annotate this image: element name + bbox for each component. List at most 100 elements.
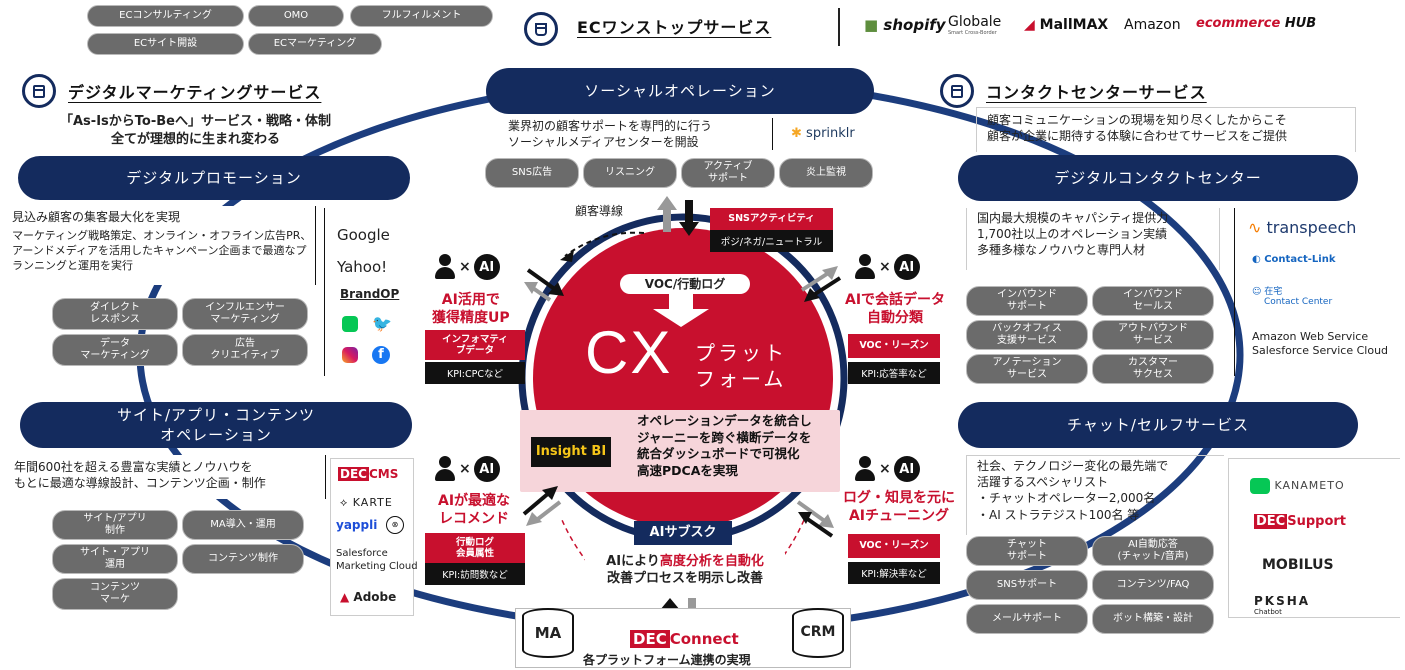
digital-promotion-header: デジタルプロモーション [18, 156, 410, 200]
operator-icon [854, 254, 876, 280]
yappli-logo: yappli [336, 518, 378, 532]
yahoo-logo: Yahoo! [337, 258, 388, 276]
social-kpi-black: ポジ/ネガ/ニュートラル [710, 230, 833, 252]
chat-pill-ai: AI自動応答 (チャット/音声) [1092, 536, 1214, 566]
ai-br-kpi-black: KPI:解決率など [848, 562, 940, 584]
social-arrows-icon [657, 196, 699, 236]
ai-tr-icons: ×AI [854, 254, 920, 280]
operator-icon [434, 254, 456, 280]
social-pill-active: アクティブ サポート [681, 158, 775, 188]
platform-label: プラット フォーム [695, 341, 787, 391]
social-pill-sns-ad: SNS広告 [485, 158, 579, 188]
sprinklr-logo: ✱ sprinklr [791, 126, 855, 141]
site-logo-box [330, 458, 414, 616]
sfsc-logo: Salesforce Service Cloud [1252, 344, 1389, 357]
cart-icon [524, 12, 558, 46]
chat-desc-box: 社会、テクノロジー変化の最先端で 活躍するスペシャリスト ・チャットオペレーター… [966, 455, 1224, 535]
ecommerce-hub-logo: ecommerce HUB [1196, 16, 1317, 31]
ai-br-title: ログ・知見を元に AIチューニング [843, 490, 955, 524]
ai-tr-arrows [800, 266, 842, 302]
operator-icon [854, 456, 876, 482]
ai-br-icons: ×AI [854, 456, 920, 482]
site-desc-box: 年間600社を超える豊富な実績とノウハウを もとに最適な導線設計、コンテンツ企画… [2, 455, 326, 499]
contact-center-icon [940, 74, 974, 108]
site-pill-build: サイト/アプリ 制作 [52, 510, 178, 540]
chat-self-service-header: チャット/セルフサービス [958, 402, 1358, 448]
social-ops-header: ソーシャルオペレーション [486, 68, 874, 114]
dcc-pill-inbound-support: インバウンド サポート [966, 286, 1088, 316]
chat-pill-sns: SNSサポート [966, 570, 1088, 600]
ec-title: ECワンストップサービス [577, 18, 772, 37]
crm-database-icon: CRM [792, 608, 844, 658]
ai-tl-kpi-red: インフォマティ ブデータ [425, 330, 525, 360]
social-pill-listening: リスニング [583, 158, 677, 188]
dcc-pill-annotation: アノテーション サービス [966, 354, 1088, 384]
digital-promotion-desc: 見込み顧客の集客最大化を実現 マーケティング戦略策定、オンライン・オフライン広告… [2, 206, 316, 285]
google-logo: Google [337, 226, 390, 244]
ai-bl-icons: ×AI [434, 456, 500, 482]
ai-bl-kpi-black: KPI:訪問数など [425, 563, 525, 585]
insight-bi-logo: Insight BI [531, 437, 611, 467]
site-pill-content: コンテンツ制作 [182, 544, 304, 574]
chat-pill-bot: ボット構築・設計 [1092, 604, 1214, 634]
dp-pill-data: データ マーケティング [52, 334, 178, 366]
social-divider [772, 118, 773, 150]
chat-logo-box [1228, 458, 1400, 618]
insight-bi-desc: オペレーションデータを統合し ジャーニーを跨ぐ横断データを 統合ダッシュボードで… [637, 413, 812, 478]
site-pill-run: サイト・アプリ 運用 [52, 544, 178, 574]
cx-title: CX [585, 319, 673, 386]
ec-pill-site: ECサイト開設 [87, 33, 244, 55]
transpeech-logo: ∿ transpeech [1248, 218, 1357, 237]
social-kpi-red: SNSアクティビティ [710, 208, 833, 230]
ai-subscription-badge: AIサブスク [634, 521, 732, 545]
sfmc-logo: Salesforce Marketing Cloud [336, 548, 418, 572]
ai-tl-arrows [524, 268, 564, 302]
dec-connect-caption: 各プラットフォーム連携の実現 [583, 653, 751, 667]
customer-flow-label: 顧客導線 [575, 204, 624, 218]
contact-center-title: コンタクトセンターサービス [986, 83, 1207, 102]
ec-pill-omo: OMO [248, 5, 344, 27]
chat-pill-chat: チャット サポート [966, 536, 1088, 566]
mallmax-logo: ◢ MallMAX [1024, 17, 1109, 33]
digital-marketing-title: デジタルマーケティングサービス [68, 83, 322, 102]
shopify-logo: ■ shopify [864, 16, 946, 34]
operator-icon [434, 456, 456, 482]
ai-tl-icons: ×AI [434, 254, 500, 280]
dp-logo-divider [324, 208, 325, 376]
karte-logo: ⟡ KARTE [340, 496, 393, 509]
ec-pill-marketing: ECマーケティング [248, 33, 382, 55]
site-pill-ma: MA導入・運用 [182, 510, 304, 540]
aws-logo: Amazon Web Service [1252, 330, 1369, 343]
dcc-desc-box: 国内最大規模のキャパシティ提供力 1,700社以上のオペレーション実績 多種多様… [966, 208, 1220, 270]
dcc-logo-divider [1234, 208, 1235, 376]
facebook-icon: f [372, 346, 390, 364]
ec-pill-fulfillment: フルフィルメント [350, 5, 493, 27]
site-ops-header: サイト/アプリ・コンテンツ オペレーション [20, 402, 412, 448]
dcc-pill-inbound-sales: インバウンド セールス [1092, 286, 1214, 316]
ai-bl-title: AIが最適な レコメンド [438, 493, 511, 527]
ec-divider [838, 8, 840, 46]
digital-marketing-icon [22, 74, 56, 108]
instagram-icon [342, 347, 358, 363]
chat-pill-mail: メールサポート [966, 604, 1088, 634]
dp-pill-influencer: インフルエンサー マーケティング [182, 298, 308, 330]
amazon-logo: Amazon [1124, 17, 1181, 33]
dcc-pill-success: カスタマー サクセス [1092, 354, 1214, 384]
voc-down-arrow [653, 293, 709, 327]
ai-bl-arrows [522, 486, 562, 526]
contactlink-logo: ◐ Contact-Link [1252, 254, 1336, 265]
twitter-icon: 🐦 [372, 314, 392, 333]
brandop-logo: BrandOP [340, 287, 400, 301]
round-logo-icon: ⊗ [386, 516, 404, 534]
ai-tl-kpi-black: KPI:CPCなど [425, 362, 525, 384]
ma-database-icon: MA [522, 608, 574, 658]
dcc-pill-backoffice: バックオフィス 支援サービス [966, 320, 1088, 350]
ai-br-arrows [796, 500, 834, 538]
kaname-logo: KANAMETO [1250, 478, 1345, 494]
ai-tl-title: AI活用で 獲得精度UP [432, 292, 510, 326]
ai-bl-kpi-red: 行動ログ 会員属性 [425, 533, 525, 563]
